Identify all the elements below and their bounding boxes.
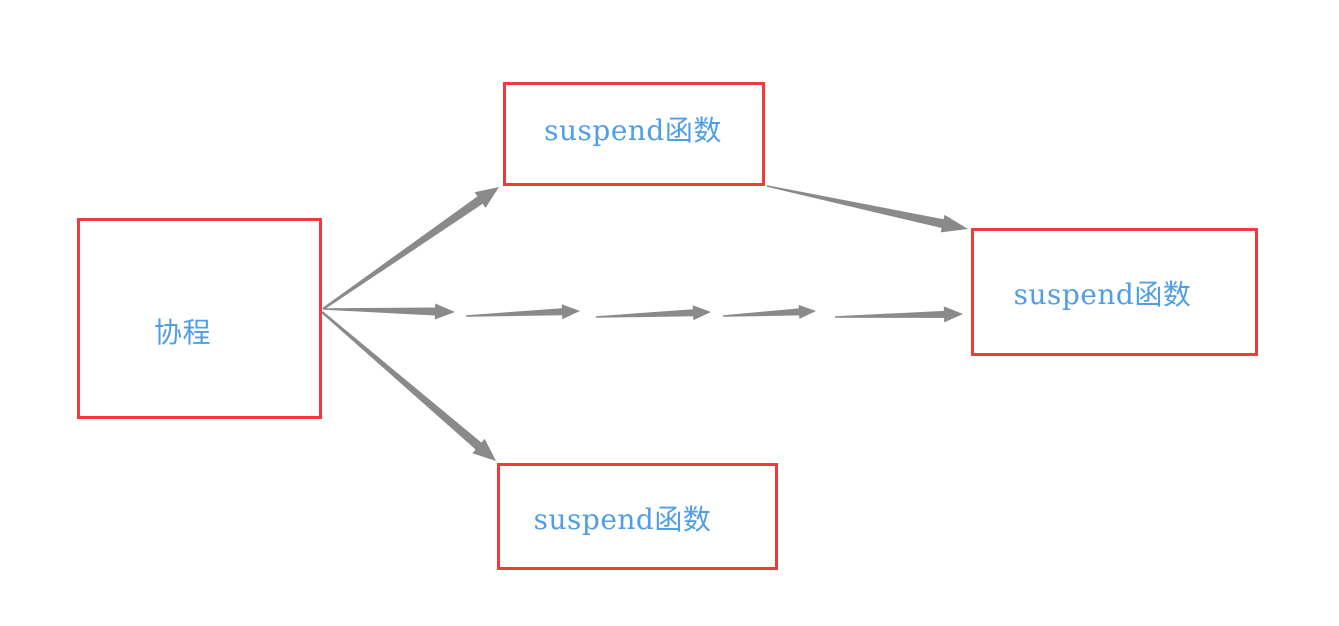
arrow-dash-segment-2-icon bbox=[466, 304, 580, 320]
node-suspend-top-label: suspend函数 bbox=[544, 114, 722, 147]
node-coroutine: 协程 bbox=[77, 218, 322, 419]
node-suspend-bottom: suspend函数 bbox=[497, 463, 778, 570]
arrow-dash-segment-5-icon bbox=[835, 306, 963, 323]
node-suspend-right: suspend函数 bbox=[971, 228, 1258, 356]
arrow-suspend-top-to-suspend-right-icon bbox=[766, 185, 968, 233]
node-coroutine-label: 协程 bbox=[153, 315, 211, 349]
node-suspend-bottom-label: suspend函数 bbox=[533, 502, 712, 536]
arrow-dash-segment-1-icon bbox=[324, 303, 455, 320]
node-suspend-right-label: suspend函数 bbox=[1013, 278, 1192, 311]
arrow-coroutine-to-suspend-bottom-icon bbox=[321, 311, 496, 461]
arrow-dash-segment-3-icon bbox=[596, 305, 711, 321]
node-suspend-top: suspend函数 bbox=[503, 82, 765, 186]
arrow-coroutine-to-suspend-top-icon bbox=[322, 187, 499, 310]
arrow-dash-segment-4-icon bbox=[723, 304, 816, 319]
